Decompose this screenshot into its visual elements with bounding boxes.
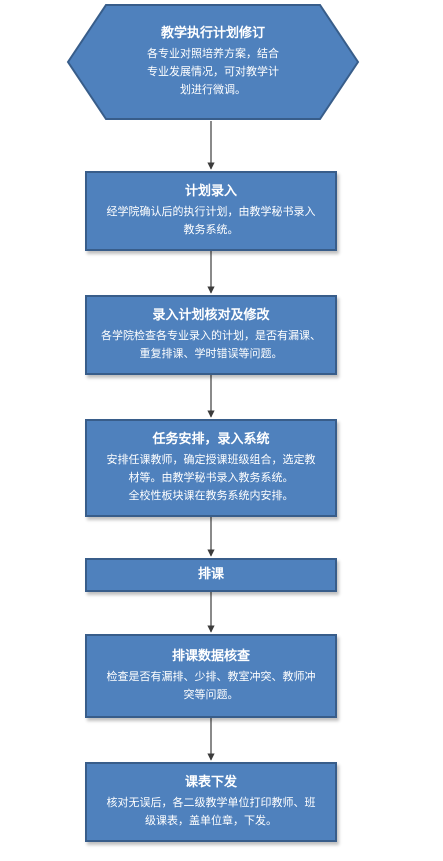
- start-node-plan-revision: 教学执行计划修订 各专业对照培养方案，结合 专业发展情况，可对教学计 划进行微调…: [66, 3, 360, 121]
- node-title: 录入计划核对及修改: [152, 308, 270, 323]
- node-desc-line: 各学院检查各专业录入的计划，是否有漏课、: [101, 329, 321, 342]
- step-schedule-data-check: 排课数据核查 检查是否有漏排、少排、教室冲突、教师冲 突等问题。: [85, 634, 337, 718]
- node-desc-line: 专业发展情况，可对教学计: [147, 65, 279, 78]
- node-desc-line: 安排任课教师，确定授课班级组合，选定教: [106, 453, 316, 466]
- node-title: 计划录入: [184, 184, 237, 199]
- node-desc-line: 重复排课、学时错误等问题。: [139, 347, 283, 360]
- step-task-assignment: 任务安排，录入系统 安排任课教师，确定授课班级组合，选定教 材等。由教学秘书录入…: [85, 419, 337, 517]
- node-desc-line: 经学院确认后的执行计划，由教学秘书录入: [106, 205, 316, 218]
- node-title: 排课: [197, 567, 224, 582]
- node-description: 经学院确认后的执行计划，由教学秘书录入 教务系统。: [107, 203, 316, 239]
- node-description: 各专业对照培养方案，结合 专业发展情况，可对教学计 划进行微调。: [147, 45, 279, 99]
- step-plan-check: 录入计划核对及修改 各学院检查各专业录入的计划，是否有漏课、 重复排课、学时错误…: [85, 295, 337, 375]
- node-title: 排课数据核查: [171, 649, 250, 664]
- node-title: 教学执行计划修订: [160, 26, 265, 41]
- node-description: 各学院检查各专业录入的计划，是否有漏课、 重复排课、学时错误等问题。: [101, 327, 321, 363]
- node-description: 检查是否有漏排、少排、教室冲突、教师冲 突等问题。: [107, 668, 316, 704]
- node-desc-line: 检查是否有漏排、少排、教室冲突、教师冲: [106, 670, 316, 683]
- node-desc-line: 各专业对照培养方案，结合: [147, 47, 279, 60]
- node-desc-line: 核对无误后，各二级教学单位打印教师、班: [106, 796, 316, 809]
- node-desc-line: 级课表，盖单位章，下发。: [145, 814, 277, 827]
- step-scheduling: 排课: [85, 558, 337, 592]
- node-title: 任务安排，录入系统: [152, 432, 270, 447]
- step-plan-entry: 计划录入 经学院确认后的执行计划，由教学秘书录入 教务系统。: [85, 171, 337, 251]
- node-desc-line: 教务系统。: [183, 223, 239, 236]
- node-title: 课表下发: [184, 775, 237, 790]
- node-description: 核对无误后，各二级教学单位打印教师、班 级课表，盖单位章，下发。: [107, 794, 316, 830]
- node-desc-line: 划进行微调。: [180, 83, 246, 96]
- node-desc-line: 全校性板块课在教务系统内安排。: [128, 489, 294, 502]
- step-timetable-release: 课表下发 核对无误后，各二级教学单位打印教师、班 级课表，盖单位章，下发。: [85, 762, 337, 842]
- node-desc-line: 突等问题。: [183, 688, 239, 701]
- hexagon-shape: [66, 4, 360, 120]
- node-desc-line: 材等。由教学秘书录入教务系统。: [128, 471, 294, 484]
- node-description: 安排任课教师，确定授课班级组合，选定教 材等。由教学秘书录入教务系统。 全校性板…: [107, 451, 316, 505]
